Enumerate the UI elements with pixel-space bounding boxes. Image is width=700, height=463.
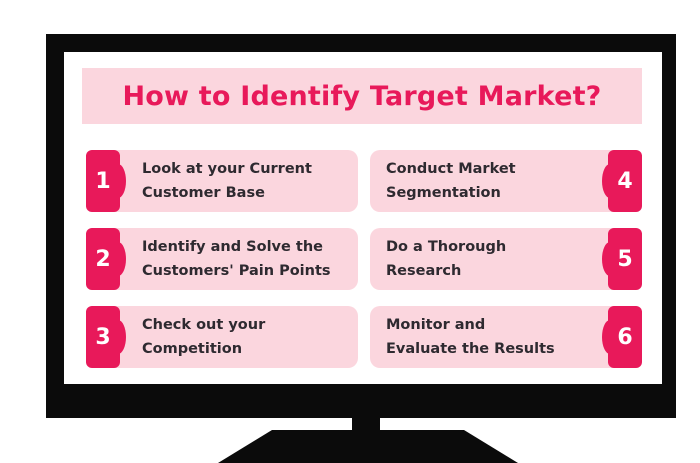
step-card-2: 2 Identify and Solve the Customers' Pain… [86, 228, 358, 290]
step-card-5: 5 Do a Thorough Research [370, 228, 642, 290]
step-number-5: 5 [608, 228, 642, 290]
title-banner: How to Identify Target Market? [82, 68, 642, 124]
step-card-3: 3 Check out your Competition [86, 306, 358, 368]
step-text-2: Identify and Solve the Customers' Pain P… [142, 239, 331, 279]
step-number-1: 1 [86, 150, 120, 212]
step-card-1: 1 Look at your Current Customer Base [86, 150, 358, 212]
monitor-neck [352, 418, 380, 432]
step-text-3: Check out your Competition [142, 317, 266, 357]
step-text-4: Conduct Market Segmentation [386, 161, 516, 201]
step-text-5: Do a Thorough Research [386, 239, 507, 279]
monitor-stand [218, 430, 518, 463]
page-title: How to Identify Target Market? [122, 80, 602, 112]
step-number-6: 6 [608, 306, 642, 368]
step-card-6: 6 Monitor and Evaluate the Results [370, 306, 642, 368]
step-text-6: Monitor and Evaluate the Results [386, 317, 555, 357]
step-number-4: 4 [608, 150, 642, 212]
step-card-4: 4 Conduct Market Segmentation [370, 150, 642, 212]
step-number-2: 2 [86, 228, 120, 290]
step-text-1: Look at your Current Customer Base [142, 161, 312, 201]
step-number-3: 3 [86, 306, 120, 368]
